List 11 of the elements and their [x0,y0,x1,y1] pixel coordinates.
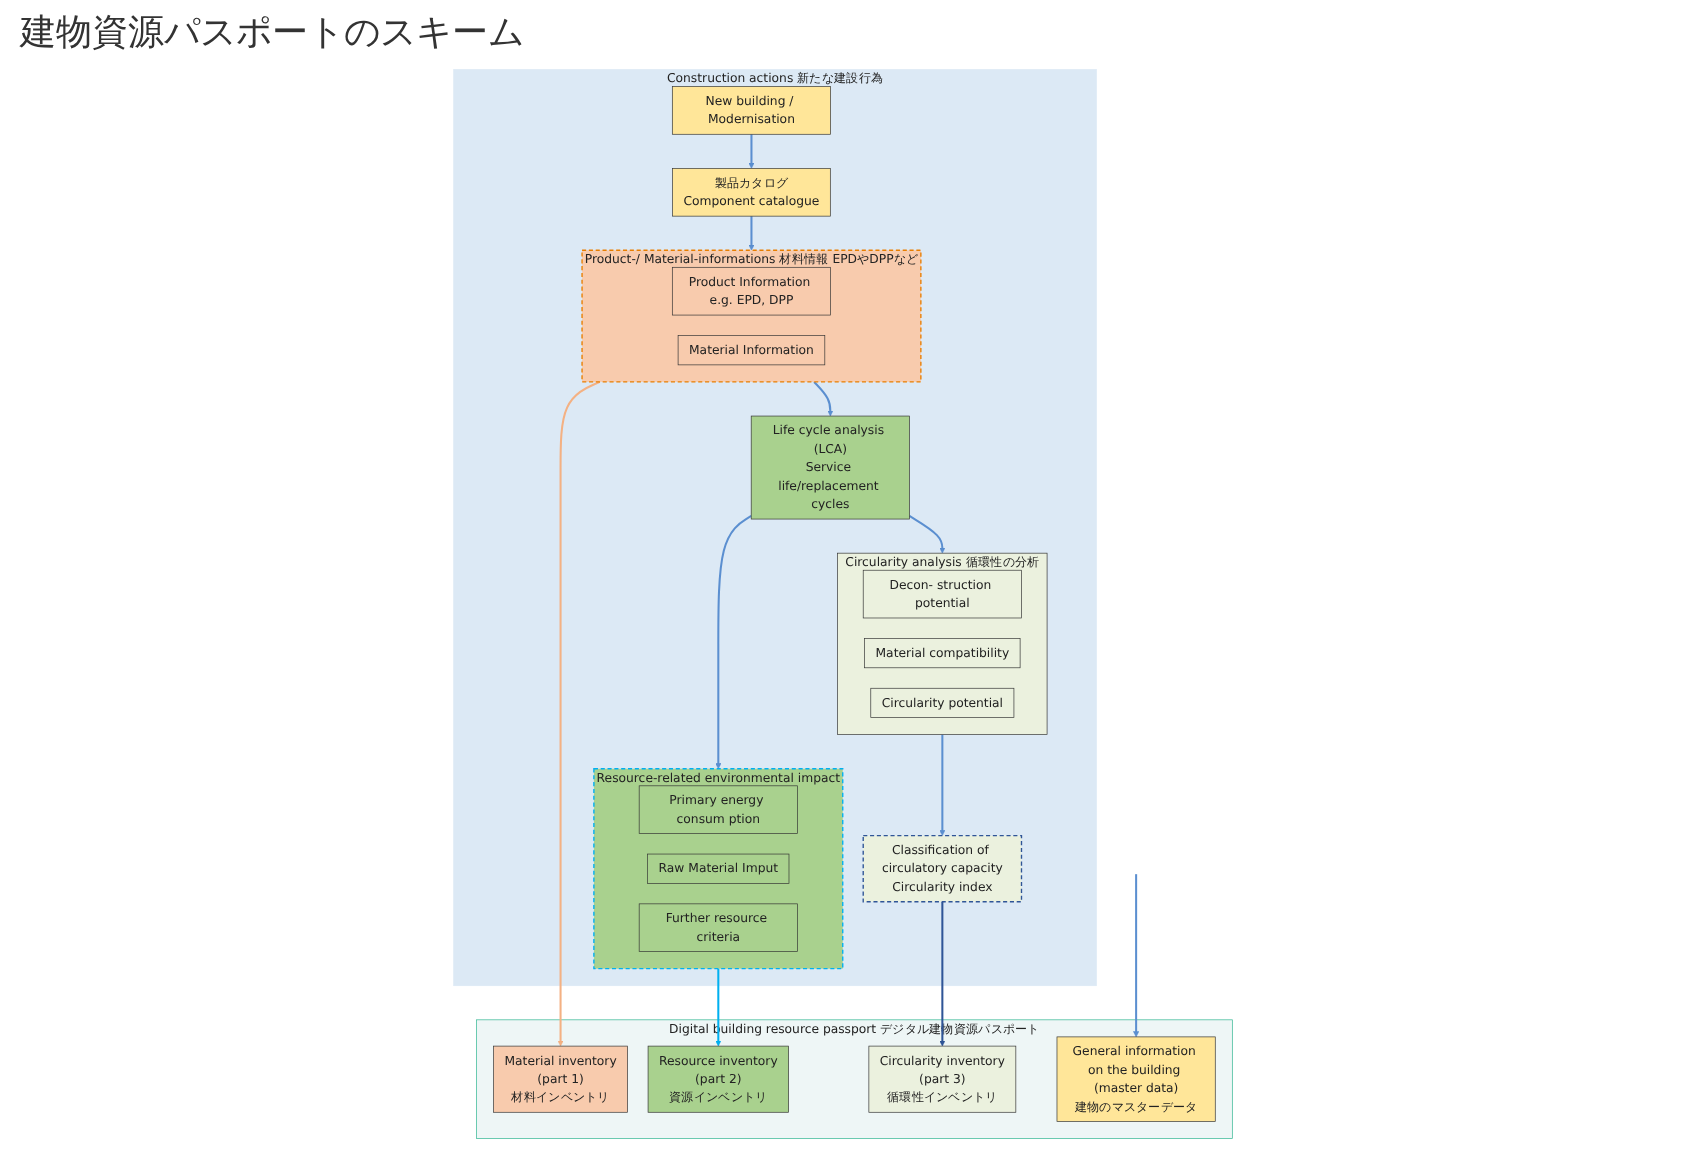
arrow [748,216,755,251]
arrow [813,381,834,417]
arrow [715,515,752,770]
arrow [557,381,601,1047]
arrow [939,901,946,1047]
arrow [748,134,755,169]
arrow [715,968,722,1047]
arrow [908,515,946,554]
diagram-title: 建物資源パスポートのスキーム [17,10,526,58]
arrow [1133,874,1140,1038]
arrow [939,734,946,836]
